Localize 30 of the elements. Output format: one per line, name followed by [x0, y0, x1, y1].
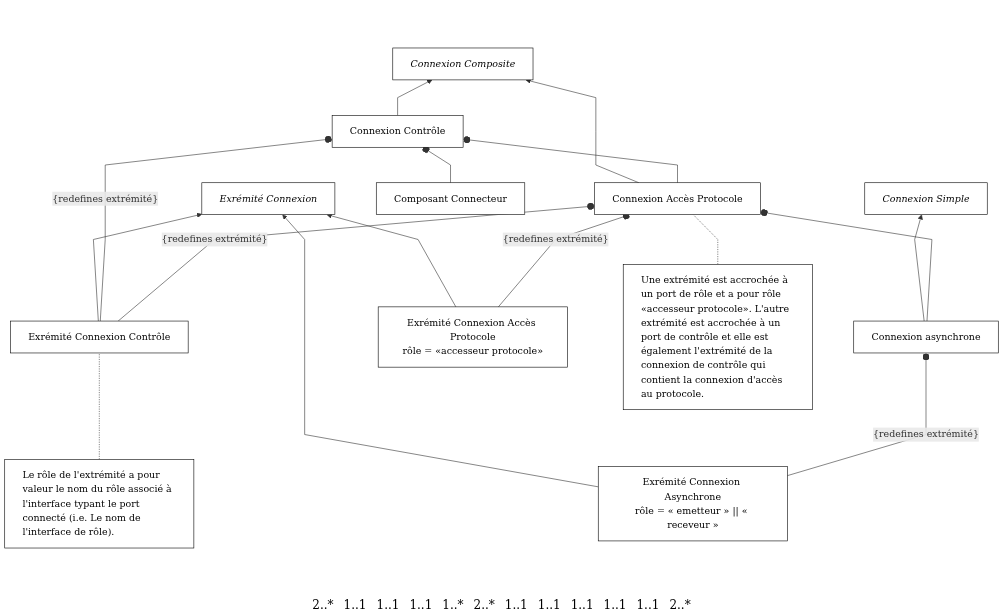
node-box: Exrémité Connexion Accès Protocole rôle = «accesseur protocole» — [377, 306, 568, 368]
multiplicity-label: 1..1 — [504, 598, 528, 612]
node-box: Exrémité Connexion — [201, 182, 336, 215]
multiplicity-label: 1..1 — [603, 598, 627, 612]
connector — [99, 352, 100, 460]
node-box: Connexion Contrôle — [331, 115, 464, 148]
edge-label: {redefines extrémité} — [502, 233, 609, 245]
multiplicity-label: 2..* — [312, 598, 334, 612]
edge-label: {redefines extrémité} — [161, 233, 268, 245]
node-box: Connexion asynchrone — [853, 320, 999, 354]
multiplicity-label: 1..1 — [409, 598, 433, 612]
node-box: Le rôle de l'extrémité a pour valeur le nom du rôle associé à l'interface typant le port connecté (i.e. Le nom de l'interface de rôle). — [4, 459, 195, 549]
node-box: Connexion Accès Protocole — [594, 182, 761, 215]
node-box: Connexion Simple — [864, 182, 988, 215]
edge-label: {redefines extrémité} — [873, 428, 979, 440]
multiplicity-label: 1..1 — [537, 598, 561, 612]
edge-label: {redefines extrémité} — [52, 192, 159, 205]
multiplicity-label: 2..* — [473, 598, 495, 612]
multiplicity-label: 1..1 — [636, 598, 660, 612]
multiplicity-label: 1..1 — [570, 598, 594, 612]
multiplicity-label: 1..1 — [376, 598, 400, 612]
node-box: Composant Connecteur — [375, 182, 526, 215]
node-box: Exrémité Connexion Asynchrone rôle = « emetteur » || « receveur » — [597, 466, 788, 542]
node-box: Une extrémité est accrochée à un port de rôle et a pour rôle «accesseur protocole». L'autre extrémité est accrochée à un port de contrôle et elle est également l'extrémité de la connexion de contrôle qui contient la connexion d'accès au protocole. — [622, 264, 813, 410]
multiplicity-label: 2..* — [669, 598, 691, 612]
multiplicity-label: 1..1 — [343, 598, 367, 612]
node-box: Connexion Composite — [392, 47, 534, 81]
connector — [692, 214, 719, 265]
node-box: Exrémité Connexion Contrôle — [10, 320, 189, 354]
multiplicity-label: 1..* — [442, 598, 464, 612]
